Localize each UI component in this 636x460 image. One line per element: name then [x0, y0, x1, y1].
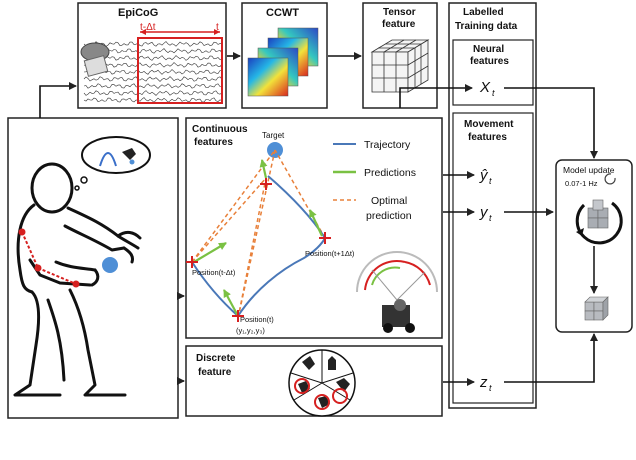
svg-text:y: y — [479, 204, 489, 221]
svg-text:t: t — [489, 176, 492, 186]
prediction-arrows — [193, 159, 323, 317]
position-prev-label: Position(t-Δt) — [192, 268, 236, 277]
ecog-trace — [83, 62, 223, 68]
ecog-trace — [83, 83, 223, 89]
position-cur-coords: (y₁,y₂,y₃) — [236, 326, 265, 335]
position-next-label: Position(t+1Δt) — [305, 249, 355, 258]
svg-text:X: X — [479, 79, 491, 96]
model-update-title: Model update — [563, 165, 615, 175]
window-end-label: t — [216, 22, 219, 33]
svg-text:t: t — [492, 88, 495, 98]
ecog-trace — [83, 97, 223, 103]
legend-trajectory: Trajectory — [364, 139, 411, 151]
rubik-tensor-icon — [370, 39, 430, 93]
output-y: y t — [479, 204, 492, 223]
ecog-trace — [83, 76, 223, 82]
labelled-title-2: Training data — [455, 21, 518, 32]
legend-optimal-2: prediction — [366, 210, 412, 222]
movement-title-2: features — [468, 132, 507, 143]
flow-arrows — [39, 52, 598, 386]
tensor-title-2: feature — [382, 19, 416, 30]
neural-title-1: Neural — [473, 44, 504, 55]
ecog-trace — [83, 41, 223, 47]
movement-features-box — [452, 112, 534, 404]
legend-optimal-1: Optimal — [371, 195, 407, 207]
legend-predictions: Predictions — [364, 167, 416, 179]
discrete-title-2: feature — [198, 367, 232, 378]
ecog-signal-icon — [80, 41, 223, 103]
refresh-icon — [604, 173, 616, 185]
time-window-box — [137, 37, 223, 104]
tensor-title-1: Tensor — [383, 7, 416, 18]
model-update-rate: 0.07-1 Hz — [565, 179, 598, 188]
ecog-trace — [83, 90, 223, 96]
position-markers — [186, 178, 331, 322]
hand-gesture-wheel-icon — [288, 349, 356, 417]
discrete-title-1: Discrete — [196, 353, 236, 364]
cube-model-icon — [575, 199, 623, 321]
output-yhat: ŷ t — [479, 167, 492, 186]
position-cur-label: Position(t) — [240, 315, 274, 324]
epicog-title: EpiCoG — [118, 7, 158, 19]
arm-joint-markers — [18, 228, 80, 288]
output-x: X t — [479, 79, 495, 98]
virtual-target-ball — [102, 257, 118, 273]
thought-bubble — [74, 136, 151, 191]
ccwt-title: CCWT — [266, 7, 299, 19]
output-z: z t — [479, 374, 492, 393]
window-start-label: t-Δt — [140, 22, 156, 33]
svg-text:t: t — [489, 213, 492, 223]
movement-title-1: Movement — [464, 119, 514, 130]
neural-title-2: features — [470, 56, 509, 67]
trajectory-curve — [191, 175, 327, 318]
continuous-title-1: Continuous — [192, 124, 248, 135]
wheelchair-exoskeleton-icon — [356, 251, 438, 333]
svg-text:ŷ: ŷ — [479, 167, 489, 184]
ecog-trace — [83, 69, 223, 75]
labelled-title-1: Labelled — [463, 7, 504, 18]
svg-text:t: t — [489, 383, 492, 393]
continuous-legend: Trajectory Predictions Optimal predictio… — [333, 139, 416, 222]
neural-features-box — [452, 39, 534, 106]
ccwt-heatmap-icon — [247, 27, 319, 97]
target-label: Target — [262, 131, 285, 140]
continuous-title-2: features — [194, 137, 233, 148]
svg-text:z: z — [479, 374, 488, 391]
